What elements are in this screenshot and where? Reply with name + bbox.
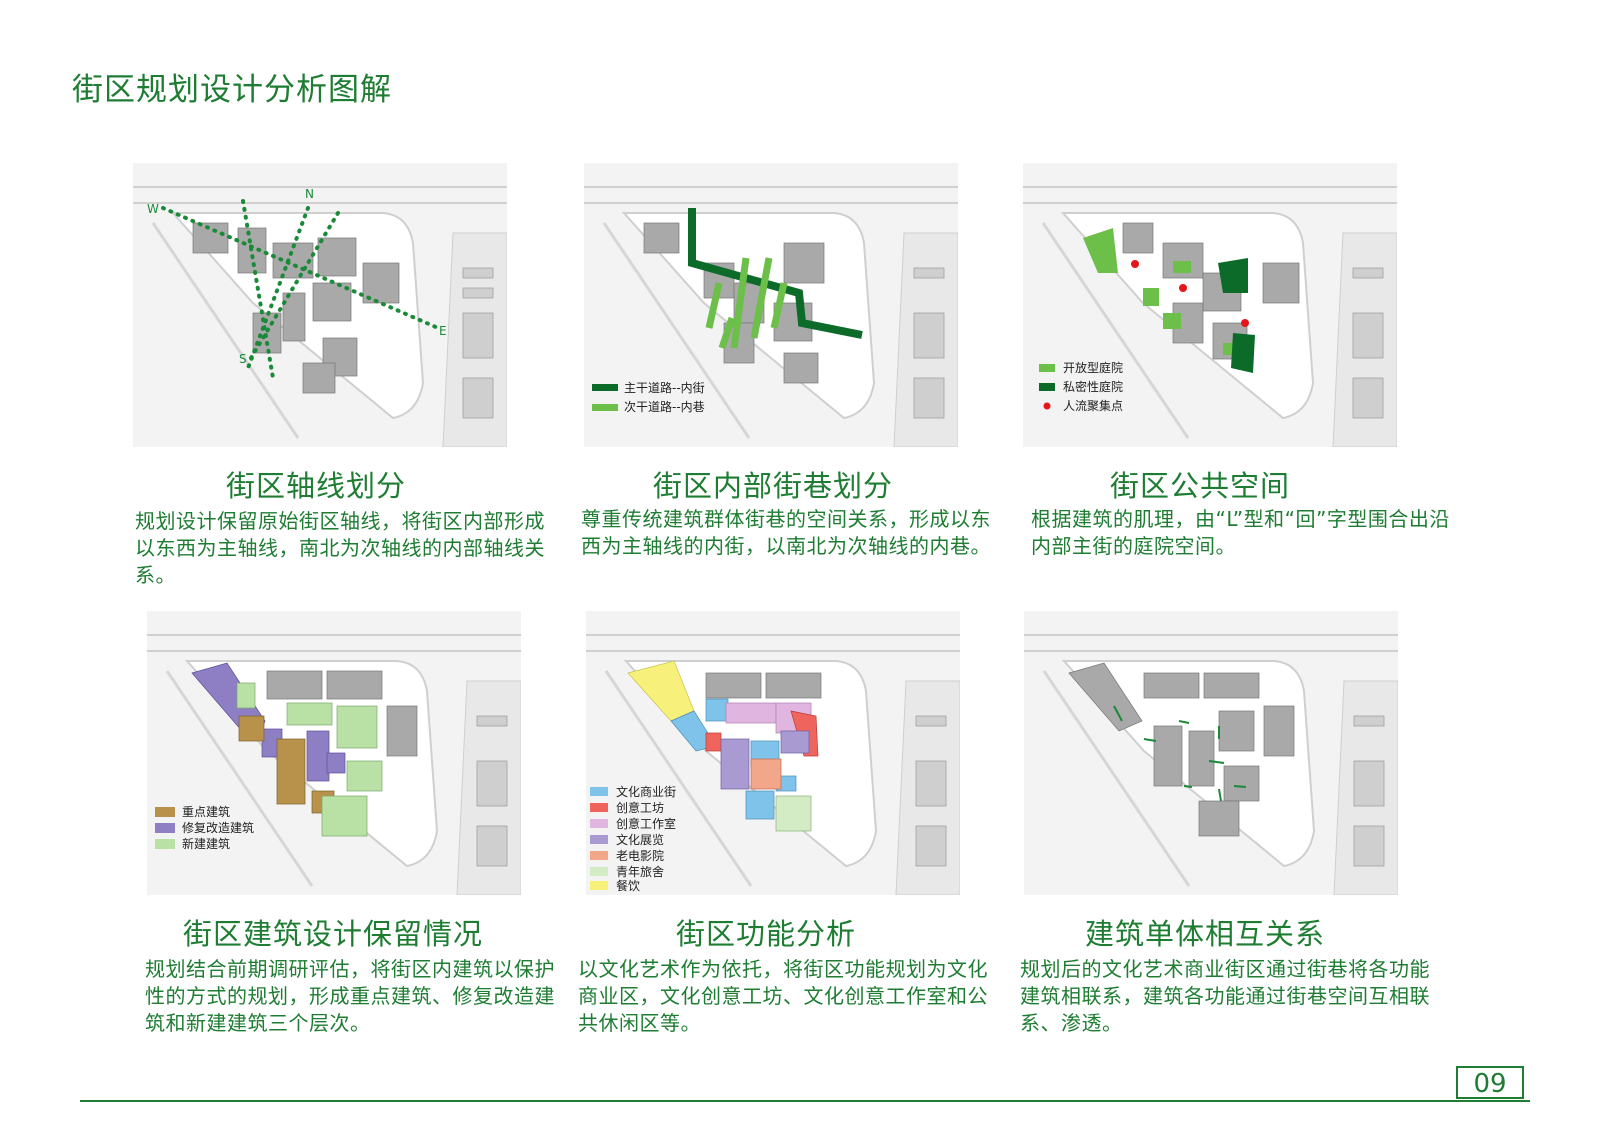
panel-title: 街区功能分析 [675, 917, 856, 951]
public-space-map: 开放型庭院 私密性庭院 人流聚集点 [1023, 163, 1397, 447]
link-arrows [1113, 705, 1247, 802]
panel-text: 规划后的文化艺术商业街区通过街巷将各功能建筑相联系，建筑各功能通过街巷空间互相联… [1020, 957, 1430, 1035]
legend-swatch [592, 404, 618, 411]
panel-text: 规划结合前期调研评估，将街区内建筑以保护性的方式的规划，形成重点建筑、修复改造建… [145, 957, 555, 1035]
axis-map: W N E S [133, 163, 507, 447]
legend-label: 青年旅舍 [616, 864, 664, 879]
function-map: 文化商业街 创意工坊 创意工作室 文化展览 老电影院 青年旅舍 餐饮 [586, 611, 960, 895]
panel-text: 以文化艺术作为依托，将街区功能规划为文化商业区，文化创意工坊、文化创意工作室和公… [578, 957, 988, 1035]
compass-e: E [439, 324, 447, 338]
legend-label: 新建建筑 [182, 836, 230, 851]
compass-n: N [305, 187, 314, 201]
legend-label: 创意工作室 [616, 816, 676, 831]
legend-swatch [1039, 383, 1055, 391]
legend-label: 私密性庭院 [1063, 379, 1123, 394]
page-number: 09 [1456, 1066, 1524, 1099]
legend-label: 创意工坊 [616, 800, 664, 815]
panel-title: 街区轴线划分 [225, 469, 406, 503]
compass-w: W [147, 202, 159, 216]
panel-title: 街区建筑设计保留情况 [182, 917, 483, 951]
panel-title: 街区公共空间 [1109, 469, 1290, 503]
legend-label: 人流聚集点 [1063, 398, 1123, 413]
legend-label: 重点建筑 [182, 804, 230, 819]
legend-label: 次干道路--内巷 [624, 399, 705, 414]
legend-label: 文化商业街 [616, 784, 676, 799]
footer-rule [80, 1100, 1530, 1102]
axis-map-drawing: W N E S [133, 163, 507, 447]
legend-label: 文化展览 [616, 832, 664, 847]
panel-title: 街区内部街巷划分 [652, 469, 893, 503]
legend-label: 主干道路--内街 [624, 380, 705, 395]
legend-label: 开放型庭院 [1063, 360, 1123, 375]
legend-label: 老电影院 [616, 849, 664, 863]
preservation-map-drawing: 重点建筑 修复改造建筑 新建建筑 [147, 611, 521, 895]
legend-swatch [592, 384, 618, 391]
panel-title: 建筑单体相互关系 [1084, 917, 1325, 951]
legend-dot [1043, 402, 1051, 410]
legend-label: 餐饮 [616, 878, 640, 893]
legend-swatch [155, 807, 175, 817]
function-map-drawing: 文化商业街 创意工坊 创意工作室 文化展览 老电影院 青年旅舍 餐饮 [586, 611, 960, 895]
legend-swatch [1039, 364, 1055, 372]
legend-swatch [155, 823, 175, 833]
panel-text: 尊重传统建筑群体街巷的空间关系，形成以东西为主轴线的内街，以南北为次轴线的内巷。 [581, 507, 991, 558]
street-map-drawing: 主干道路--内街 次干道路--内巷 [584, 163, 958, 447]
panel-text: 规划设计保留原始街区轴线，将街区内部形成以东西为主轴线，南北为次轴线的内部轴线关… [135, 509, 545, 587]
legend-label: 修复改造建筑 [182, 820, 254, 835]
relation-map [1024, 611, 1398, 895]
legend-swatch [155, 839, 175, 849]
panel-text: 根据建筑的肌理，由“L”型和“回”字型围合出沿内部主街的庭院空间。 [1031, 507, 1450, 558]
street-map: 主干道路--内街 次干道路--内巷 [584, 163, 958, 447]
public-space-map-drawing: 开放型庭院 私密性庭院 人流聚集点 [1023, 163, 1397, 447]
relation-map-drawing [1024, 611, 1398, 895]
page-title: 街区规划设计分析图解 [72, 72, 392, 108]
preservation-map: 重点建筑 修复改造建筑 新建建筑 [147, 611, 521, 895]
compass-s: S [239, 352, 247, 366]
function-legend: 文化商业街 创意工坊 创意工作室 文化展览 老电影院 青年旅舍 餐饮 [590, 784, 676, 893]
